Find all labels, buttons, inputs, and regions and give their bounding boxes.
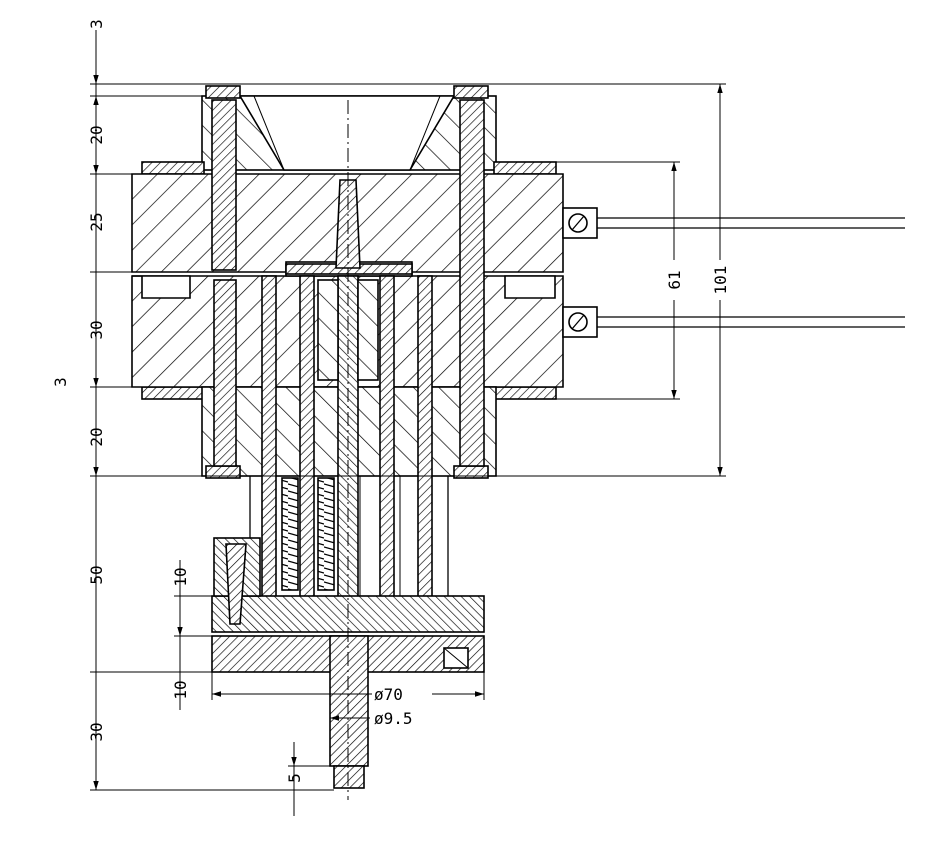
- dim-top-gap: 3: [87, 19, 106, 29]
- flange-dimensions: 10 10 ø70 ø9.5 5: [171, 560, 485, 816]
- spring-left: [281, 477, 299, 591]
- dim-block-upper: 25: [87, 212, 106, 231]
- dim-ring-bottom: 20: [87, 427, 106, 446]
- spring-right: [317, 477, 335, 591]
- terminal-lower: [562, 306, 905, 338]
- dim-base: 30: [87, 722, 106, 741]
- left-guide-pin: [211, 99, 237, 271]
- dim-ring-top: 20: [87, 125, 106, 144]
- mold-body: [131, 85, 905, 800]
- dim-column: 50: [87, 565, 106, 584]
- dim-flange-diameter: ø70: [374, 685, 403, 704]
- left-dimension-chain: 3 20 25 30 3 20 50 30: [51, 19, 498, 791]
- dim-flange-upper: 10: [171, 567, 190, 586]
- dim-nozzle-diameter: ø9.5: [374, 709, 413, 728]
- right-guide-pin: [459, 99, 485, 467]
- dim-block-height: 61: [665, 270, 684, 289]
- dim-total-height: 101: [711, 266, 730, 295]
- dim-gap-small: 3: [51, 377, 70, 387]
- nozzle-shank: [329, 635, 369, 767]
- dim-tip: 5: [285, 773, 304, 783]
- dim-block-lower: 30: [87, 320, 106, 339]
- terminal-upper: [562, 207, 905, 239]
- dim-flange-lower: 10: [171, 680, 190, 699]
- right-dimensions: 61 101: [498, 83, 730, 477]
